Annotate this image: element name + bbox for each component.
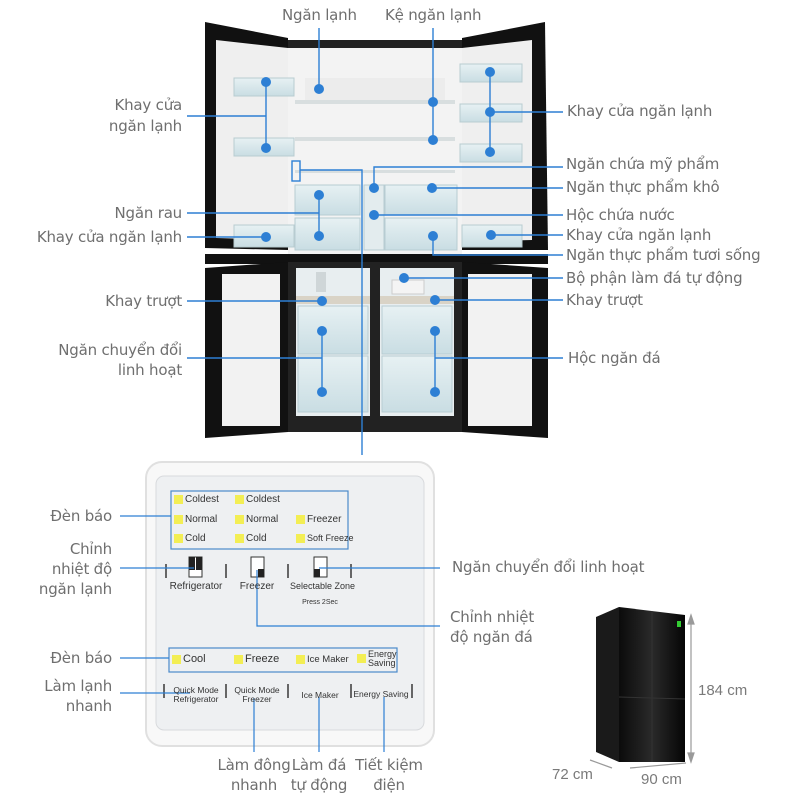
dimension-arrows <box>589 613 695 769</box>
label-ngan-thuc-pham-kho: Ngăn thực phẩm khô <box>566 178 720 196</box>
led-icon <box>296 654 305 664</box>
label-hoc-ngan-da: Hộc ngăn đá <box>568 349 661 367</box>
label-ngan-thuc-pham-tuoi-song: Ngăn thực phẩm tươi sống <box>566 246 761 264</box>
led-icon <box>296 514 305 524</box>
energy-saving-button[interactable]: Energy Saving <box>353 689 409 699</box>
refrigerator-temp-button[interactable]: Refrigerator <box>169 581 223 592</box>
label-khay-cua-left-line2: ngăn lạnh <box>108 117 182 135</box>
label-ngan-chuyen-doi-panel: Ngăn chuyển đổi linh hoạt <box>452 558 645 576</box>
dimension-depth: 72 cm <box>552 766 593 783</box>
indicator-frz-normal: Normal <box>235 514 278 525</box>
led-icon <box>235 494 244 504</box>
label-chinh-nhiet-da-line1: Chỉnh nhiệt <box>450 608 535 626</box>
indicator-ref-normal: Normal <box>174 514 217 525</box>
label-tiet-kiem-line2: điện <box>373 776 405 794</box>
selectable-zone-button[interactable]: Selectable Zone <box>290 581 356 591</box>
indicator-freeze: Freeze <box>234 654 279 665</box>
label-bo-phan-lam-da: Bộ phận làm đá tự động <box>566 269 743 287</box>
label-lam-da-line1: Làm đá <box>291 756 347 774</box>
label-tiet-kiem-line1: Tiết kiệm <box>355 756 423 774</box>
label-lam-lanh-nhanh-line2: nhanh <box>65 697 112 715</box>
led-icon <box>172 654 181 664</box>
label-lam-da-line2: tự động <box>290 776 348 794</box>
label-hoc-chua-nuoc: Hộc chứa nước <box>566 206 675 224</box>
label-lam-dong-nhanh-line1: Làm đông <box>217 756 291 774</box>
indicator-cool: Cool <box>172 654 206 665</box>
closed-fridge-illustration <box>596 607 686 762</box>
led-icon <box>296 534 305 544</box>
label-chinh-nhiet-line2: nhiệt độ <box>51 560 112 578</box>
led-icon <box>174 514 183 524</box>
control-panel <box>145 461 435 747</box>
led-icon <box>357 654 366 663</box>
label-den-bao-bottom: Đèn báo <box>50 649 112 667</box>
label-den-bao-top: Đèn báo <box>50 507 112 525</box>
freezer-temp-button[interactable]: Freezer <box>239 581 275 592</box>
callout-lines <box>187 28 563 455</box>
label-chinh-nhiet-line1: Chỉnh <box>69 540 112 558</box>
indicator-frz-coldest: Coldest <box>235 494 280 505</box>
dimension-width: 90 cm <box>641 771 682 788</box>
label-ke-ngan-lanh: Kệ ngăn lạnh <box>385 6 482 24</box>
label-ngan-rau: Ngăn rau <box>114 204 183 222</box>
label-lam-lanh-nhanh-line1: Làm lạnh <box>44 677 112 695</box>
indicator-ice-maker: Ice Maker <box>296 654 349 665</box>
label-ngan-chua-my-pham: Ngăn chứa mỹ phẩm <box>566 155 720 173</box>
led-icon <box>174 533 183 543</box>
label-khay-truot-left: Khay trượt <box>105 292 182 310</box>
callout-dots <box>261 67 496 397</box>
label-khay-cua-right-top: Khay cửa ngăn lạnh <box>567 102 713 120</box>
indicator-energy-saving: Energy Saving <box>357 650 397 668</box>
ice-maker-button[interactable]: Ice Maker <box>301 690 339 700</box>
panel-callout-lines <box>120 515 440 752</box>
label-chinh-nhiet-da-line2: độ ngăn đá <box>450 628 533 646</box>
indicator-zone-soft-freeze: Soft Freeze <box>296 533 354 544</box>
label-khay-cua-left-line1: Khay cửa <box>114 96 182 114</box>
indicator-frz-cold: Cold <box>235 533 267 544</box>
indicator-ref-coldest: Coldest <box>174 494 219 505</box>
indicator-zone-freezer: Freezer <box>296 514 341 525</box>
selectable-zone-hint: Press 2Sec <box>302 599 338 606</box>
refrigerator-temp-icon <box>188 556 203 578</box>
indicator-ref-cold: Cold <box>174 533 206 544</box>
label-khay-cua-left-bottom: Khay cửa ngăn lạnh <box>36 228 182 246</box>
label-lam-dong-nhanh-line2: nhanh <box>230 776 278 794</box>
dimension-height: 184 cm <box>698 682 748 699</box>
label-ngan-chuyen-doi-line1: Ngăn chuyển đổi <box>58 341 182 359</box>
fridge-open-illustration <box>205 22 548 438</box>
led-icon <box>235 533 244 543</box>
led-icon <box>174 494 183 504</box>
led-icon <box>235 514 244 524</box>
label-ngan-chuyen-doi-line2: linh hoạt <box>117 361 182 379</box>
label-khay-cua-right-bottom: Khay cửa ngăn lạnh <box>566 226 712 244</box>
label-ngan-lanh: Ngăn lạnh <box>282 6 357 24</box>
label-chinh-nhiet-line3: ngăn lạnh <box>38 580 112 598</box>
led-icon <box>234 654 243 664</box>
selectable-zone-temp-icon <box>313 556 328 578</box>
label-khay-truot-right: Khay trượt <box>566 291 643 309</box>
